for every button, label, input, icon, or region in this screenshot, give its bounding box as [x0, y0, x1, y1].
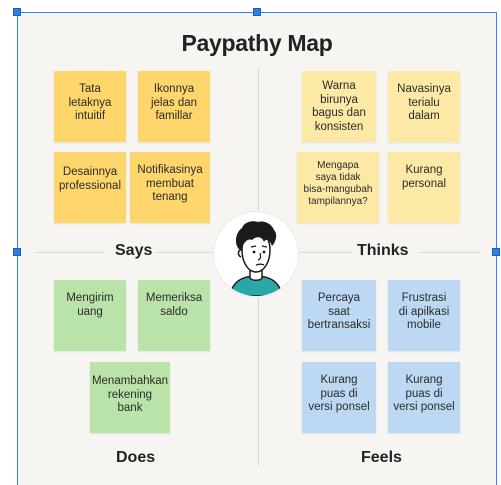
does-label: Does: [112, 449, 160, 467]
sticky-note-does-3[interactable]: Menambahkan rekening bank: [90, 362, 170, 433]
horizontal-divider-right-2: [420, 252, 480, 253]
sticky-note-says-4[interactable]: Notifikasinya membuat tenang: [130, 152, 210, 223]
sticky-note-thinks-2[interactable]: Navasinya terialu dalam: [388, 71, 460, 142]
user-avatar-icon: [229, 221, 283, 296]
sticky-note-does-1[interactable]: Mengirim uang: [54, 280, 126, 351]
sticky-note-says-1[interactable]: Tata letaknya intuitif: [54, 71, 126, 142]
vertical-divider-top: [258, 68, 259, 210]
thinks-label: Thinks: [353, 242, 413, 260]
feels-label: Feels: [357, 449, 406, 467]
sticky-note-feels-1[interactable]: Percaya saat bertransaksi: [302, 280, 376, 351]
sticky-note-feels-2[interactable]: Frustrasi di apilkasi mobile: [388, 280, 460, 351]
sticky-note-thinks-3[interactable]: Mengapa saya tidak bisa-mangubah tampila…: [297, 152, 379, 223]
says-label: Says: [111, 242, 157, 260]
horizontal-divider-left-1: [36, 252, 104, 253]
horizontal-divider-left-2: [154, 252, 212, 253]
map-title: Paypathy Map: [181, 30, 333, 56]
vertical-divider-bottom: [258, 298, 259, 466]
sticky-note-says-2[interactable]: Ikonnya jelas dan famillar: [138, 71, 210, 142]
sticky-note-does-2[interactable]: Memeriksa saldo: [138, 280, 210, 351]
sticky-note-says-3[interactable]: Desainnya professional: [54, 152, 126, 223]
resize-handle-middle-right[interactable]: [492, 248, 500, 256]
sticky-note-thinks-1[interactable]: Warna birunya bagus dan konsisten: [302, 71, 376, 142]
sticky-note-feels-4[interactable]: Kurang puas di versi ponsel: [388, 362, 460, 433]
sticky-note-feels-3[interactable]: Kurang puas di versi ponsel: [302, 362, 376, 433]
sticky-note-thinks-4[interactable]: Kurang personal: [388, 152, 460, 223]
resize-handle-top-middle[interactable]: [253, 8, 261, 16]
horizontal-divider-right-1: [300, 252, 352, 253]
resize-handle-middle-left[interactable]: [13, 248, 21, 256]
user-avatar: [214, 212, 298, 296]
resize-handle-top-left[interactable]: [13, 8, 21, 16]
